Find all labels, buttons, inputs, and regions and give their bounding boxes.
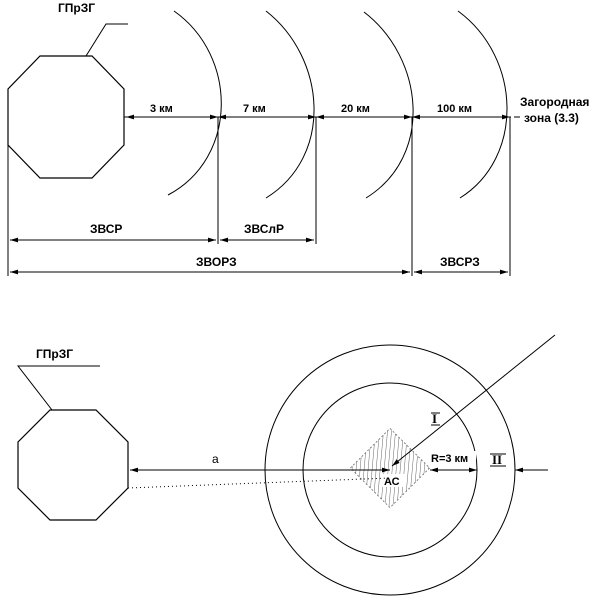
center-label-as: АС xyxy=(384,476,400,488)
distance-label-3km: 3 км xyxy=(150,103,173,115)
city-octagon-top xyxy=(7,55,125,179)
distance-label-7km: 7 км xyxy=(243,103,266,115)
distance-label-100km: 100 км xyxy=(437,103,472,115)
outer-zone-label-line2: зона (3.3) xyxy=(524,111,579,125)
zone-ii-label: II xyxy=(492,452,502,467)
bottom-diagram: ГПрЗГ АС a R=3 км I II xyxy=(16,334,556,596)
source-leader-top xyxy=(85,23,128,57)
outer-zone-label-line1: Загородная xyxy=(520,95,589,109)
zone-label-zvsr: ЗВСР xyxy=(90,222,122,236)
station-square xyxy=(349,427,431,509)
top-diagram: ГПрЗГ 3 км 7 км 20 км 100 км Загородная … xyxy=(7,1,589,276)
boundary-arc-20km xyxy=(363,11,414,199)
boundary-arc-100km xyxy=(457,10,508,199)
boundary-arc-3km xyxy=(167,10,222,196)
source-label-top: ГПрЗГ xyxy=(58,1,95,15)
distance-a-label: a xyxy=(212,452,219,466)
diagonal-pointer-line xyxy=(391,334,556,467)
zone-label-zvslr: ЗВСлР xyxy=(244,222,284,236)
distance-label-20km: 20 км xyxy=(341,103,370,115)
radius-label: R=3 км xyxy=(431,453,468,465)
source-leader-bottom xyxy=(16,365,100,411)
source-label-bottom: ГПрЗГ xyxy=(36,347,73,361)
dotted-connector xyxy=(127,477,391,489)
boundary-arc-7km xyxy=(265,10,315,199)
zone-label-zvsrz: ЗВСРЗ xyxy=(440,255,480,269)
zone-i-label: I xyxy=(432,411,437,426)
city-octagon-bottom xyxy=(17,409,129,521)
zone-label-zvorz: ЗВОРЗ xyxy=(196,255,237,269)
